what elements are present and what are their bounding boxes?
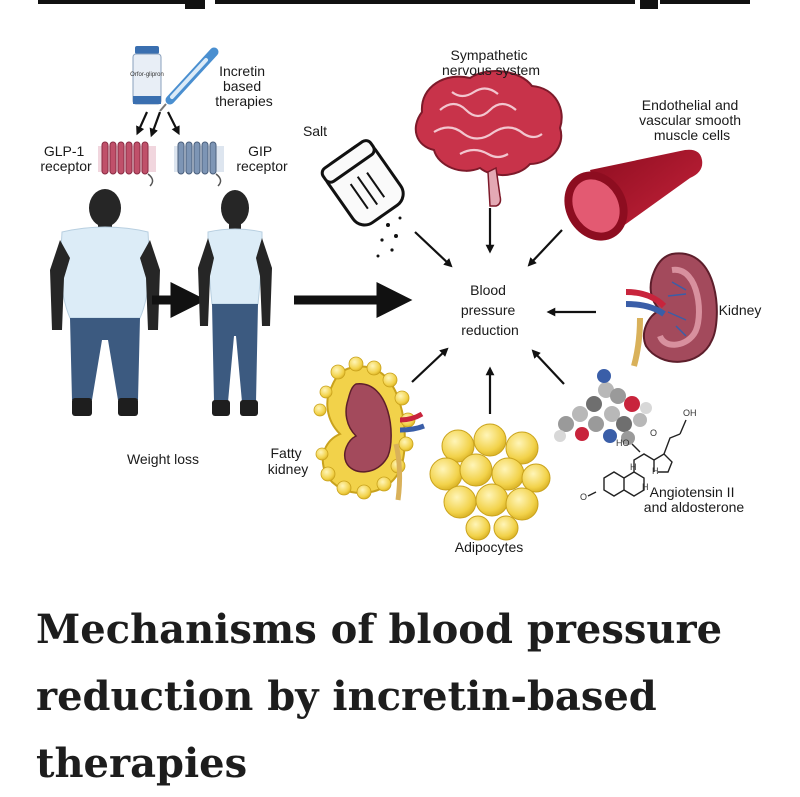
- molecule-atom-o-top: O: [650, 428, 657, 438]
- kidney-icon: [625, 252, 718, 367]
- caption-line-2: reduction by incretin-based therapies: [36, 673, 657, 787]
- molecule-atom-h3: H: [642, 482, 649, 492]
- incretin-therapies-label: Incretin based therapies: [215, 63, 273, 109]
- blood-vessel-icon: [564, 149, 703, 241]
- weight-loss-label: Weight loss: [127, 451, 199, 467]
- angiotensin-aldosterone-label: Angiotensin II and aldosterone: [644, 484, 745, 515]
- fatty-kidney-icon: [313, 356, 425, 501]
- drug-vial-label: Orfor-glipron: [130, 72, 164, 78]
- gip-receptor-label: GIP receptor: [236, 143, 288, 174]
- figure-caption: Mechanisms of blood pressure reduction b…: [36, 596, 776, 797]
- drug-vial-icon: [132, 46, 162, 105]
- sympathetic-label: Sympathetic nervous system: [442, 47, 540, 78]
- pen-injector-icon: [159, 47, 219, 112]
- arrows-into-center: [411, 208, 596, 414]
- slim-person-icon: [198, 190, 272, 416]
- adipocytes-label: Adipocytes: [455, 539, 523, 555]
- caption-line-1: Mechanisms of blood pressure: [36, 606, 723, 653]
- salt-shaker-icon: [320, 139, 405, 227]
- molecule-atom-o-left: O: [580, 492, 587, 502]
- molecule-atom-ho: HO: [616, 438, 630, 448]
- gip-receptor-icon: [174, 141, 224, 187]
- overweight-person-icon: [50, 189, 160, 416]
- brain-icon: [414, 70, 563, 207]
- salt-label: Salt: [303, 123, 327, 139]
- fatty-kidney-label: Fatty kidney: [268, 445, 308, 477]
- molecule-atom-oh: OH: [683, 408, 697, 418]
- aldosterone-atom-labels: OH O HO H H H O: [580, 408, 697, 502]
- molecule-atom-h1: H: [652, 466, 659, 476]
- molecule-atom-h2: H: [630, 462, 637, 472]
- salt-grains: [376, 216, 402, 258]
- glp1-receptor-icon: [98, 141, 156, 187]
- blood-pressure-reduction-label: Blood pressure reduction: [461, 282, 519, 338]
- endothelial-label: Endothelial and vascular smooth muscle c…: [639, 97, 745, 143]
- angiotensin-molecule-icon: [554, 369, 652, 445]
- aldosterone-structure-icon: [587, 419, 687, 497]
- drug-to-receptor-arrows: [136, 111, 180, 138]
- mechanism-diagram: Orfor-glipron Incretin based therapies G…: [38, 0, 762, 555]
- cropped-heading-fragment: [38, 0, 750, 9]
- adipocytes-icon: [429, 423, 551, 541]
- kidney-label: Kidney: [719, 302, 762, 318]
- glp1-receptor-label: GLP-1 receptor: [40, 143, 92, 174]
